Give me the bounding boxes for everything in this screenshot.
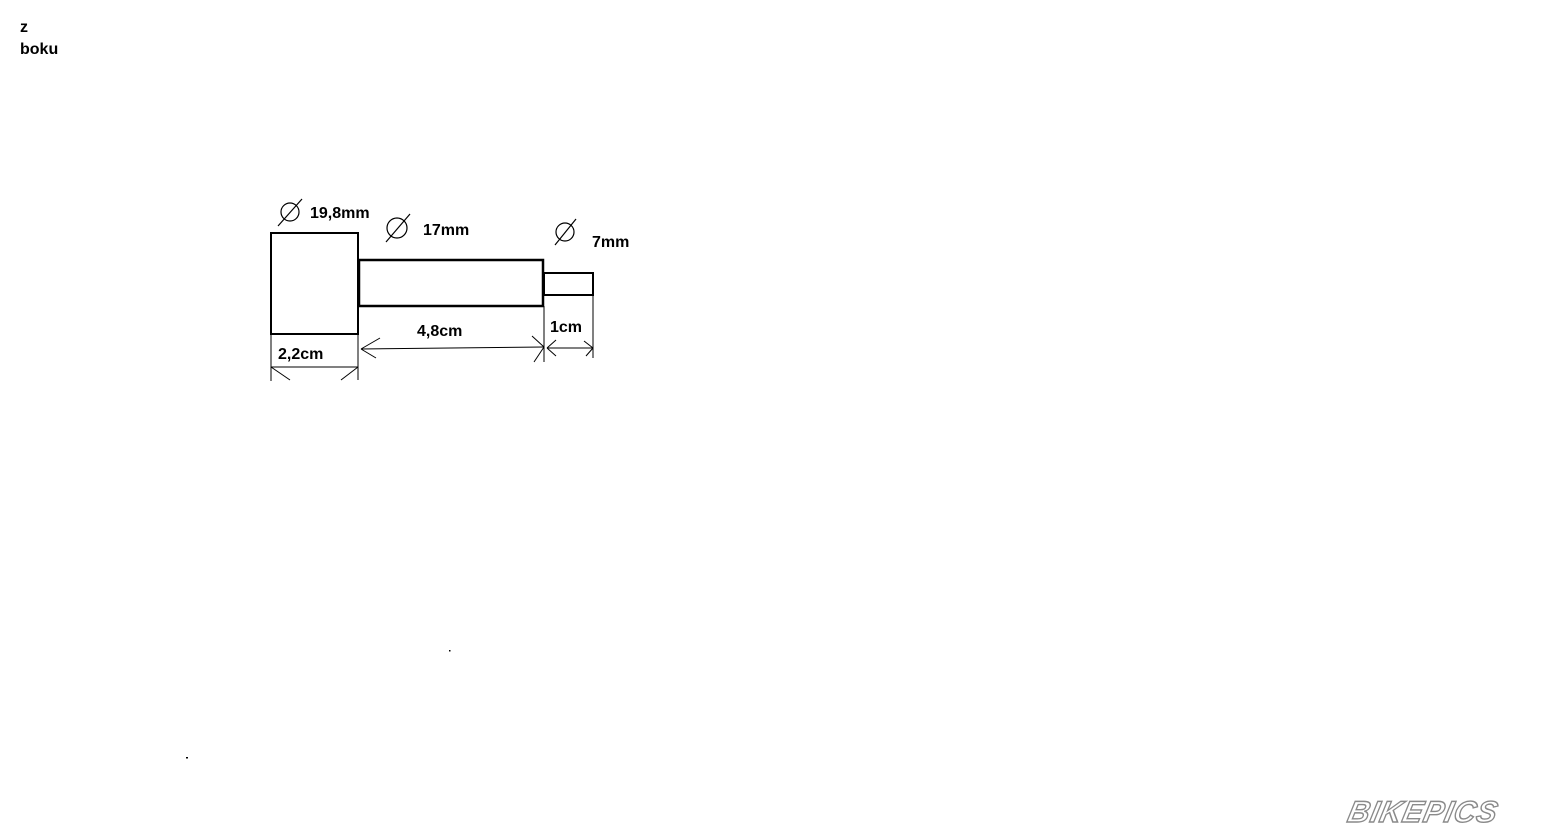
diameter-icon — [277, 198, 303, 227]
length-label-tip: 1cm — [550, 319, 582, 336]
shaft-tip-section — [543, 272, 594, 296]
shaft-middle-section — [357, 258, 545, 308]
diameter-label-middle: 17mm — [423, 222, 469, 239]
view-label-line-2: boku — [20, 41, 59, 58]
diameter-label-tip: 7mm — [592, 234, 629, 251]
view-label: z boku — [20, 17, 58, 61]
length-label-head: 2,2cm — [278, 346, 323, 363]
dimension-lines — [270, 295, 594, 381]
diameter-icon — [385, 213, 411, 243]
watermark-logo: BIKEPICS — [1345, 796, 1502, 829]
view-label-line-1: z — [20, 19, 28, 36]
length-label-middle: 4,8cm — [417, 323, 462, 340]
diameter-symbols — [277, 198, 577, 246]
stray-marks — [186, 650, 451, 759]
diameter-icon — [554, 218, 577, 246]
diameter-label-head: 19,8mm — [310, 205, 370, 222]
shaft-body — [270, 232, 594, 335]
shaft-head-section — [270, 232, 359, 335]
